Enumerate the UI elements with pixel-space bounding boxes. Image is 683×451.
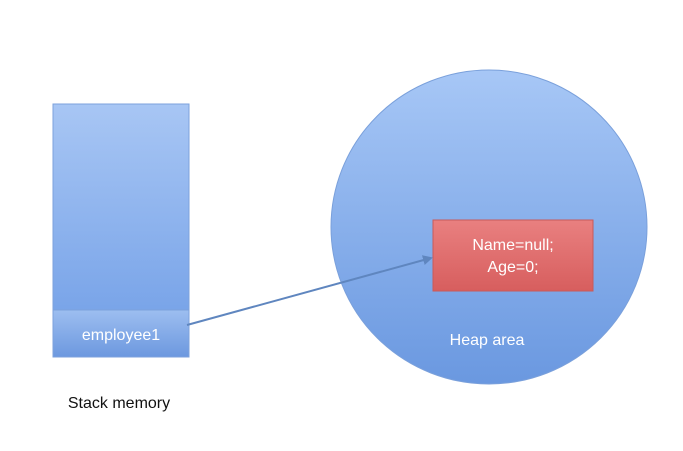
stack-memory-caption: Stack memory: [68, 395, 170, 412]
heap-object-line2: Age=0;: [487, 259, 538, 276]
reference-arrow: [186, 255, 433, 326]
heap-area-caption: Heap area: [450, 332, 525, 349]
stack-variable-label: employee1: [82, 327, 160, 344]
heap-object-box: [432, 219, 594, 292]
stack-variable-slot: [52, 309, 190, 358]
heap-object-line1: Name=null;: [472, 237, 553, 254]
